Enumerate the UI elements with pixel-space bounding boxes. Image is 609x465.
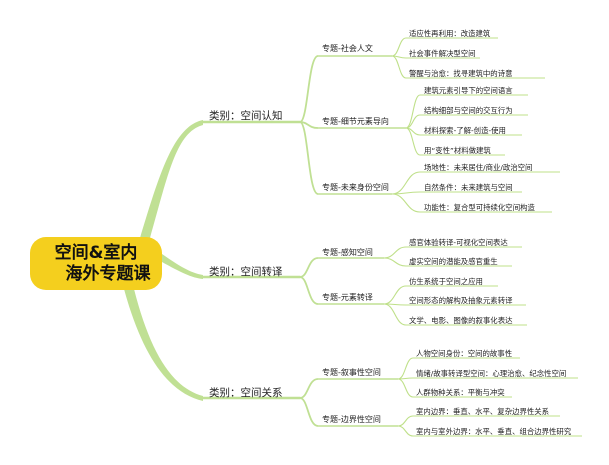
leaf-connector [397,357,414,380]
topic-connector [299,257,319,278]
leaf-variable-material-architecture[interactable]: 用“变性”材料做建筑 [424,146,491,155]
category-spatial-relation[interactable]: 类别：空间关系 [209,387,283,399]
leaf-bionic-system[interactable]: 仿生系统于空间之应用 [409,277,483,286]
topic-narrative-space[interactable]: 专题-叙事性空间 [322,368,381,377]
category-connector [124,289,203,401]
root-title-line2: 海外专题课 [65,263,151,284]
leaf-connector [391,193,421,213]
leaf-poetry-in-architecture[interactable]: 警醒与治愈：找寻建筑中的诗意 [409,69,513,78]
topic-connector [299,276,319,305]
leaf-form-deconstruction[interactable]: 空间形态的解构及抽象元素转译 [409,296,513,305]
leaf-structure-detail-interaction[interactable]: 结构细部与空间的交互行为 [424,106,513,115]
topic-detail-elements[interactable]: 专题-细节元素导向 [322,117,389,126]
leaf-element-spatial-language[interactable]: 建筑元素引导下的空间语言 [424,86,513,95]
leaf-connector [383,246,407,259]
leaf-sensory-translation[interactable]: 感官体验转译-可视化空间表达 [409,238,508,247]
leaf-material-exploration[interactable]: 材料探索-了解-创造-使用 [424,126,506,135]
topic-connector [299,121,319,195]
category-spatial-cognition[interactable]: 类别：空间认知 [209,110,283,122]
leaf-functional-sustainable[interactable]: 功能性：复合型可持续化空间构造 [424,203,535,212]
leaf-natural-conditions[interactable]: 自然条件：未来建筑与空间 [424,183,513,192]
topic-future-identity[interactable]: 专题-未来身份空间 [322,183,389,192]
category-spatial-translation[interactable]: 类别：空间转译 [209,266,283,278]
topic-connector [299,378,319,399]
topic-element-translation[interactable]: 专题-元素转译 [322,293,373,302]
leaf-connector [405,127,421,156]
leaf-social-event-space[interactable]: 社会事件解决型空间 [409,49,476,58]
leaf-narrative-expression[interactable]: 文学、电影、图像的叙事化表达 [409,316,513,325]
leaf-adaptive-reuse[interactable]: 适应性再利用：改造建筑 [409,29,491,38]
leaf-connector [391,171,421,195]
leaf-connector [383,257,407,267]
leaf-interior-boundary[interactable]: 室内边界：垂直、水平、复杂边界性关系 [416,407,550,416]
leaf-virtual-real-potential[interactable]: 虚实空间的潜能及感官重生 [409,257,498,266]
category-connector [140,120,203,238]
leaf-connector [391,55,407,79]
leaf-character-identity[interactable]: 人物空间身份：空间的故事性 [416,349,513,358]
leaf-connector [405,94,421,129]
leaf-interior-exterior-boundary[interactable]: 室内与室外边界：水平、垂直、组合边界性研究 [416,427,572,436]
topic-connector [299,397,319,427]
leaf-site-future-space[interactable]: 场地性：未来居住/商业/政治空间 [424,163,533,172]
topic-boundary-space[interactable]: 专题-边界性空间 [322,415,381,424]
leaf-species-relationship[interactable]: 人群物种关系：平衡与冲突 [416,388,505,397]
leaf-connector [397,415,414,427]
leaf-connector [397,425,414,437]
root-title-line1: 空间&室内 [54,242,138,263]
topic-perception-space[interactable]: 专题-感知空间 [322,248,373,257]
category-connector [162,254,203,279]
leaf-connector [383,303,407,326]
topic-social-humanities[interactable]: 专题-社会人文 [322,44,373,53]
root-node[interactable]: 空间&室内 海外专题课 [30,237,162,290]
topic-connector [299,55,319,123]
leaf-connector [391,37,407,57]
leaf-connector [383,285,407,305]
leaf-connector [397,378,414,398]
leaf-emotion-story-space[interactable]: 情绪/故事转译型空间：心理治愈、纪念性空间 [416,369,567,378]
